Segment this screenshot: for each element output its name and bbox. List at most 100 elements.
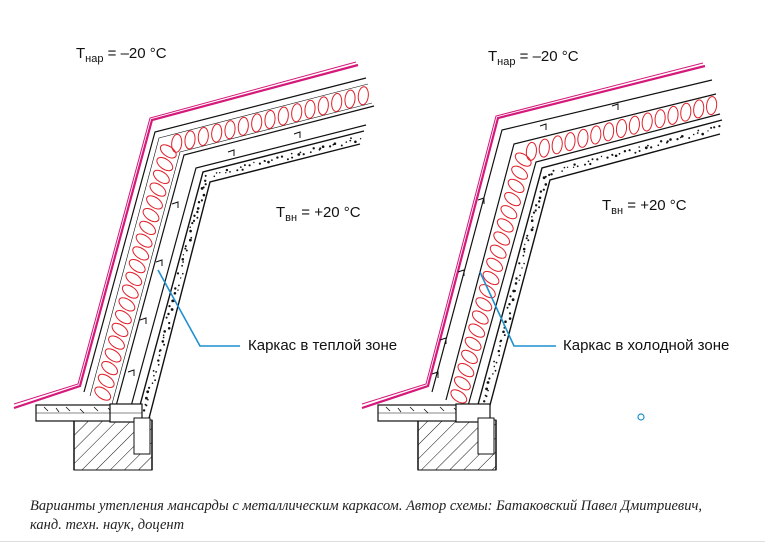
concrete-dot — [499, 345, 501, 347]
insulation-coil — [551, 135, 563, 155]
concrete-dot — [666, 140, 669, 143]
right-callout-label: Каркас в холодной зоне — [563, 337, 729, 354]
insulation-coil — [641, 112, 653, 132]
concrete-dot — [345, 141, 348, 143]
concrete-dot — [531, 215, 533, 218]
insulation-coil — [149, 182, 167, 197]
concrete-dot — [182, 254, 185, 256]
concrete-dot — [676, 138, 679, 141]
concrete-dot — [644, 146, 648, 150]
concrete-dot — [612, 154, 614, 156]
insulation-coil — [577, 128, 589, 148]
concrete-dot — [182, 261, 185, 263]
insulation-coil — [493, 231, 511, 246]
concrete-dot — [492, 373, 494, 375]
concrete-dot — [168, 321, 171, 325]
concrete-dot — [509, 295, 512, 298]
concrete-dot — [297, 153, 301, 156]
right-marker-dot — [637, 413, 645, 421]
concrete-dot — [236, 169, 239, 172]
concrete-dot — [163, 330, 166, 333]
right-inner-lining-dots — [480, 125, 721, 416]
concrete-dot — [623, 150, 627, 153]
concrete-dot — [153, 374, 155, 377]
concrete-dot — [493, 360, 495, 363]
concrete-dot — [679, 136, 682, 139]
concrete-dot — [539, 190, 543, 193]
concrete-dot — [494, 369, 497, 372]
concrete-dot — [497, 349, 500, 353]
concrete-dot — [572, 166, 575, 168]
concrete-dot — [518, 262, 521, 265]
concrete-dot — [692, 133, 695, 136]
concrete-dot — [552, 169, 555, 172]
concrete-dot — [258, 162, 261, 165]
insulation-coil — [152, 169, 170, 184]
insulation-coil — [514, 152, 532, 167]
concrete-dot — [157, 359, 160, 362]
insulation-coil — [118, 297, 136, 312]
concrete-dot — [189, 229, 192, 233]
insulation-coil — [500, 205, 518, 220]
insulation-coil — [108, 335, 125, 350]
concrete-dot — [681, 135, 684, 138]
insulation-coil — [171, 133, 183, 153]
concrete-dot — [534, 209, 537, 212]
concrete-dot — [170, 308, 174, 311]
concrete-dot — [299, 151, 302, 154]
insulation-coil — [489, 244, 507, 259]
concrete-dot — [142, 409, 146, 412]
insulation-coil — [525, 141, 537, 161]
concrete-dot — [184, 247, 187, 250]
concrete-dot — [168, 305, 171, 308]
insulation-coil — [159, 144, 177, 159]
insulation-coil — [667, 105, 679, 125]
concrete-dot — [359, 138, 362, 140]
insulation-coil — [128, 259, 146, 274]
concrete-dot — [508, 317, 512, 320]
concrete-dot — [542, 188, 545, 191]
concrete-dot — [165, 316, 168, 319]
concrete-dot — [525, 237, 528, 240]
concrete-dot — [508, 303, 511, 306]
concrete-dot — [530, 228, 534, 232]
insulation-coil — [450, 389, 468, 404]
concrete-dot — [225, 172, 227, 174]
concrete-dot — [354, 140, 357, 144]
concrete-dot — [484, 394, 487, 397]
insulation-coil — [146, 195, 163, 210]
insulation-coil — [479, 284, 496, 299]
concrete-dot — [669, 138, 672, 141]
concrete-dot — [530, 219, 534, 222]
concrete-dot — [157, 363, 160, 366]
concrete-dot — [158, 354, 161, 357]
figure-caption: Варианты утепления мансарды с металличес… — [30, 498, 702, 533]
concrete-dot — [532, 226, 534, 229]
insulation-coil — [475, 297, 493, 312]
concrete-dot — [161, 340, 165, 343]
right-roof-outer-layers — [361, 62, 713, 410]
insulation-coil — [603, 122, 615, 142]
concrete-dot — [276, 156, 279, 159]
concrete-dot — [329, 145, 332, 148]
concrete-dot — [576, 165, 579, 168]
concrete-dot — [349, 139, 352, 142]
concrete-dot — [532, 211, 536, 214]
concrete-dot — [229, 171, 231, 173]
insulation-coil — [104, 348, 122, 363]
concrete-dot — [163, 343, 166, 346]
concrete-dot — [148, 386, 151, 389]
concrete-dot — [538, 196, 542, 200]
concrete-dot — [614, 154, 618, 158]
concrete-dot — [548, 173, 551, 176]
left-t-inner: Tвн = +20 °C — [276, 204, 361, 224]
concrete-dot — [145, 396, 148, 400]
right-t-inner: Tвн = +20 °C — [602, 197, 687, 217]
concrete-dot — [333, 142, 337, 145]
concrete-dot — [155, 371, 158, 373]
insulation-coil — [357, 86, 369, 106]
concrete-dot — [647, 144, 649, 147]
concrete-dot — [197, 201, 201, 204]
concrete-dot — [486, 381, 490, 384]
insulation-coil — [564, 132, 576, 152]
